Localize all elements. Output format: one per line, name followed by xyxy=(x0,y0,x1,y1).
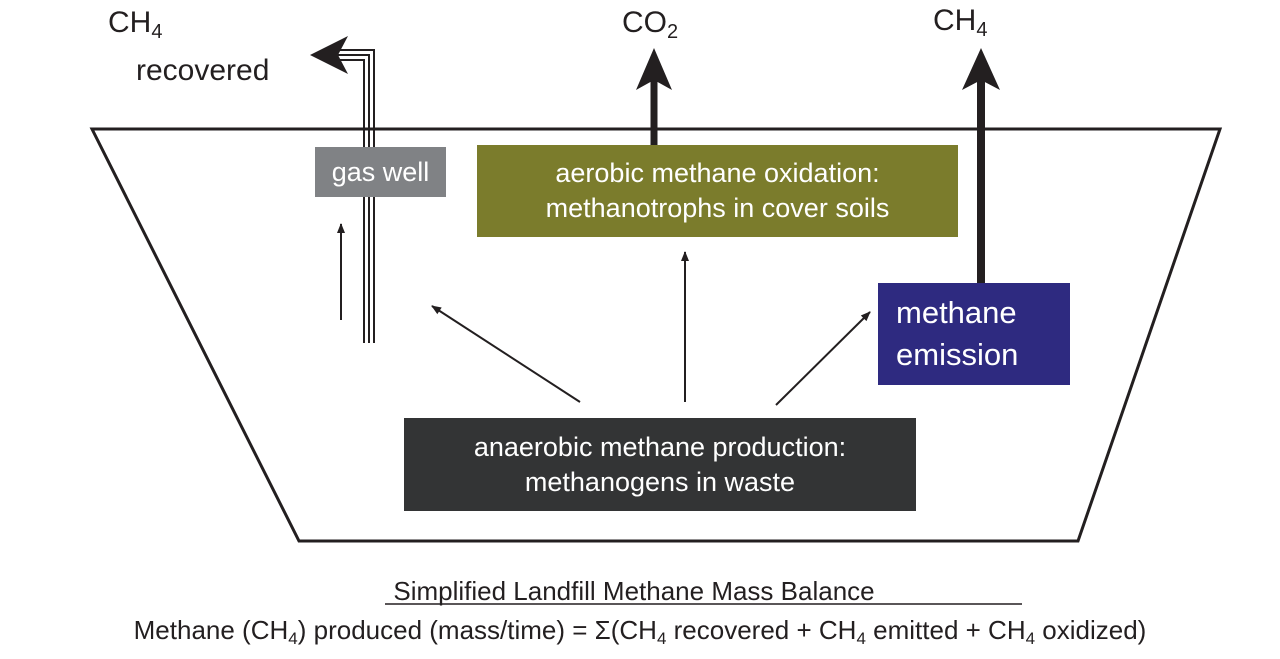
eq-part-3: recovered + CH xyxy=(666,615,857,645)
eq-part-1: Methane (CH xyxy=(133,615,289,645)
gas-well-box: gas well xyxy=(315,147,446,197)
methane-emission-box: methane emission xyxy=(878,283,1070,385)
eq-sub-3: 4 xyxy=(856,629,866,648)
mass-balance-equation: Methane (CH4) produced (mass/time) = Σ(C… xyxy=(0,615,1280,648)
anaerobic-line-2: methanogens in waste xyxy=(524,466,796,497)
eq-sub-1: 4 xyxy=(288,629,298,648)
co2-label: CO2 xyxy=(622,6,679,43)
co2-base: CO xyxy=(622,6,667,39)
gas-well-text: gas well xyxy=(331,156,430,187)
aerobic-line-1: aerobic methane oxidation: xyxy=(555,158,880,188)
recovered-arrowhead xyxy=(310,36,348,74)
co2-sub: 2 xyxy=(667,21,679,43)
co2-arrowhead xyxy=(636,48,672,90)
ch4-recovered-label: CH4 xyxy=(108,6,163,43)
arrow-to-emission xyxy=(775,311,871,406)
emission-line-1: methane xyxy=(896,295,1017,330)
ch4-emitted-sub: 4 xyxy=(976,19,988,41)
ch4-emitted-label: CH4 xyxy=(933,4,988,41)
eq-sub-4: 4 xyxy=(1025,629,1036,648)
ch4-arrowhead xyxy=(962,48,1000,90)
recovered-label: recovered xyxy=(136,54,270,87)
mass-balance-title: Simplified Landfill Methane Mass Balance xyxy=(393,576,875,606)
eq-part-5: oxidized) xyxy=(1035,615,1147,645)
anaerobic-production-box: anaerobic methane production: methanogen… xyxy=(404,418,916,511)
arrow-to-gas-collection xyxy=(431,305,581,403)
eq-sub-2: 4 xyxy=(656,629,667,648)
ch4-recovered-sub: 4 xyxy=(151,21,163,43)
ch4-emitted-base: CH xyxy=(933,4,977,37)
aerobic-oxidation-box: aerobic methane oxidation: methanotrophs… xyxy=(477,145,958,237)
gas-well-pipe xyxy=(338,49,375,343)
anaerobic-line-1: anaerobic methane production: xyxy=(473,431,847,462)
eq-part-4: emitted + CH xyxy=(865,615,1026,645)
eq-part-2: ) produced (mass/time) = Σ(CH xyxy=(297,615,657,645)
aerobic-line-2: methanotrophs in cover soils xyxy=(545,193,890,223)
landfill-outline xyxy=(89,127,1223,543)
ch4-recovered-base: CH xyxy=(108,6,152,39)
emission-line-2: emission xyxy=(896,337,1019,372)
